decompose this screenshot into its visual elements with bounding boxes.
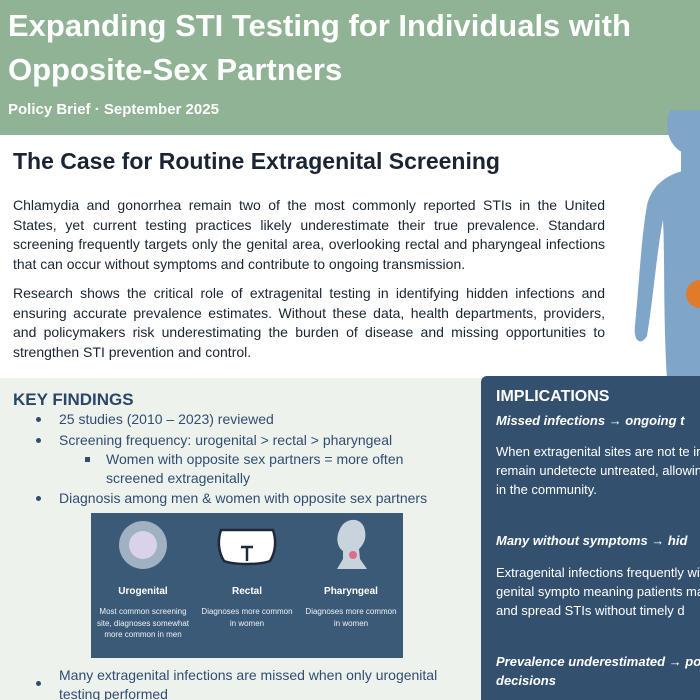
sub-bullet-icon <box>85 457 90 462</box>
key-findings-title: KEY FINDINGS <box>13 390 134 409</box>
finding-item: Screening frequency: urogenital > rectal… <box>59 432 393 448</box>
implication-heading-2: Many without symptoms → hid <box>496 533 688 548</box>
finding-item: Diagnosis among men & women with opposit… <box>59 490 428 506</box>
intro-paragraph-1: Chlamydia and gonorrhea remain two of th… <box>13 197 605 272</box>
diagram-desc: Diagnoses more common in women <box>305 607 397 628</box>
diagram-desc: Diagnoses more common in women <box>201 607 293 628</box>
bullet-icon <box>36 417 41 422</box>
page-title: Expanding STI Testing for Individuals wi… <box>8 8 631 87</box>
page-subtitle: Policy Brief · September 2025 <box>8 101 219 118</box>
implication-heading-3: Prevalence underestimated → policy decis… <box>496 654 700 688</box>
finding-item: 25 studies (2010 – 2023) reviewed <box>59 411 274 427</box>
diagnosis-diagram: Urogenital Most common screening site, d… <box>91 513 403 658</box>
diagram-label: Urogenital <box>118 586 168 597</box>
implication-heading-1: Missed infections → ongoing t <box>496 413 685 428</box>
diagram-label: Rectal <box>231 586 262 597</box>
diagram-urogenital: Urogenital Most common screening site, d… <box>91 513 195 658</box>
urogenital-icon <box>119 521 167 569</box>
finding-item: Many extragenital infections are missed … <box>59 667 438 700</box>
bullet-icon <box>36 438 41 443</box>
section-heading: The Case for Routine Extragenital Screen… <box>13 148 500 174</box>
diagram-pharyngeal: Pharyngeal Diagnoses more common in wome… <box>299 513 403 658</box>
bullet-icon <box>36 496 41 501</box>
diagram-label: Pharyngeal <box>324 586 378 597</box>
finding-subitem: Women with opposite sex partners = more … <box>106 451 404 486</box>
implication-text-1: When extragenital sites are not te infec… <box>496 444 700 497</box>
implications-panel: IMPLICATIONS Missed infections → ongoing… <box>481 376 700 700</box>
header-banner: Expanding STI Testing for Individuals wi… <box>0 0 700 135</box>
pharyngeal-icon <box>337 519 367 569</box>
diagram-desc: Most common screening site, diagnoses so… <box>96 607 190 639</box>
bullet-icon <box>36 681 41 686</box>
implications-title: IMPLICATIONS <box>496 388 610 405</box>
implication-text-2: Extragenital infections frequently witho… <box>496 565 700 618</box>
intro-paragraph-2: Research shows the critical role of extr… <box>13 285 605 360</box>
rectal-icon <box>217 528 277 566</box>
body-figure-illustration <box>634 110 700 380</box>
highlight-marker <box>686 280 700 308</box>
diagram-rectal: Rectal Diagnoses more common in women <box>195 513 299 658</box>
